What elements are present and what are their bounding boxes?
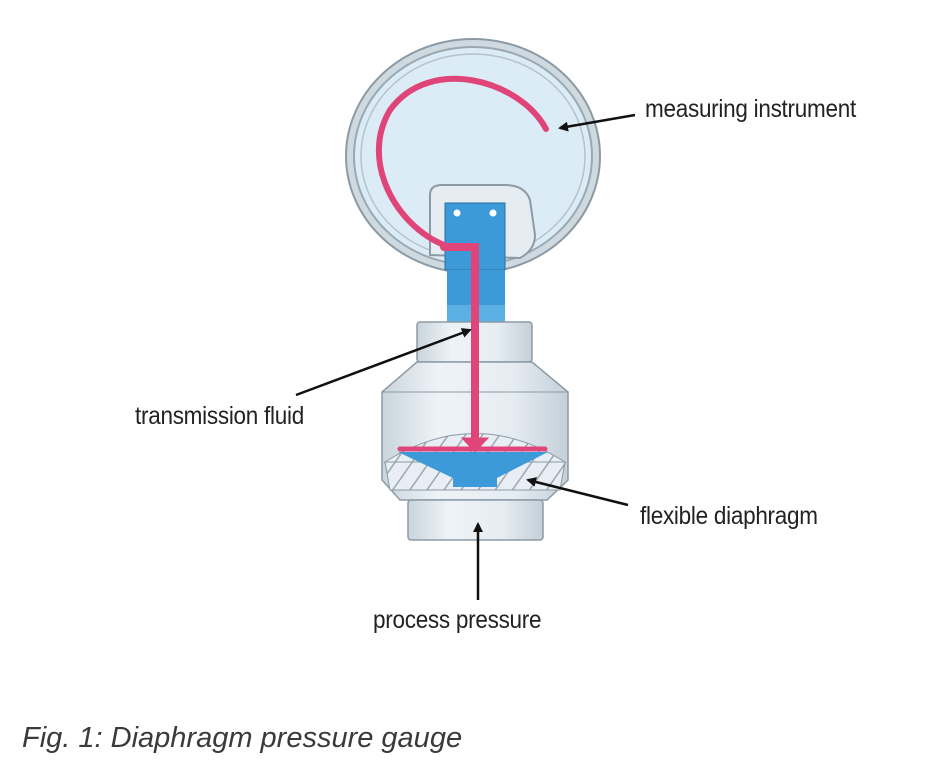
label-flexible-diaphragm: flexible diaphragm <box>640 502 818 530</box>
arrow-transmission-fluid <box>295 328 472 397</box>
arrow-flexible-diaphragm <box>526 477 629 507</box>
figure-caption: Fig. 1: Diaphragm pressure gauge <box>22 722 463 754</box>
label-process-pressure: process pressure <box>373 606 542 634</box>
label-measuring-instrument: measuring instrument <box>645 95 856 123</box>
measuring-instrument-case <box>345 38 601 274</box>
socket-chamber <box>444 202 506 322</box>
arrow-measuring-instrument <box>558 113 636 132</box>
transmission-fluid-path <box>376 75 549 453</box>
label-transmission-fluid: transmission fluid <box>135 402 304 430</box>
